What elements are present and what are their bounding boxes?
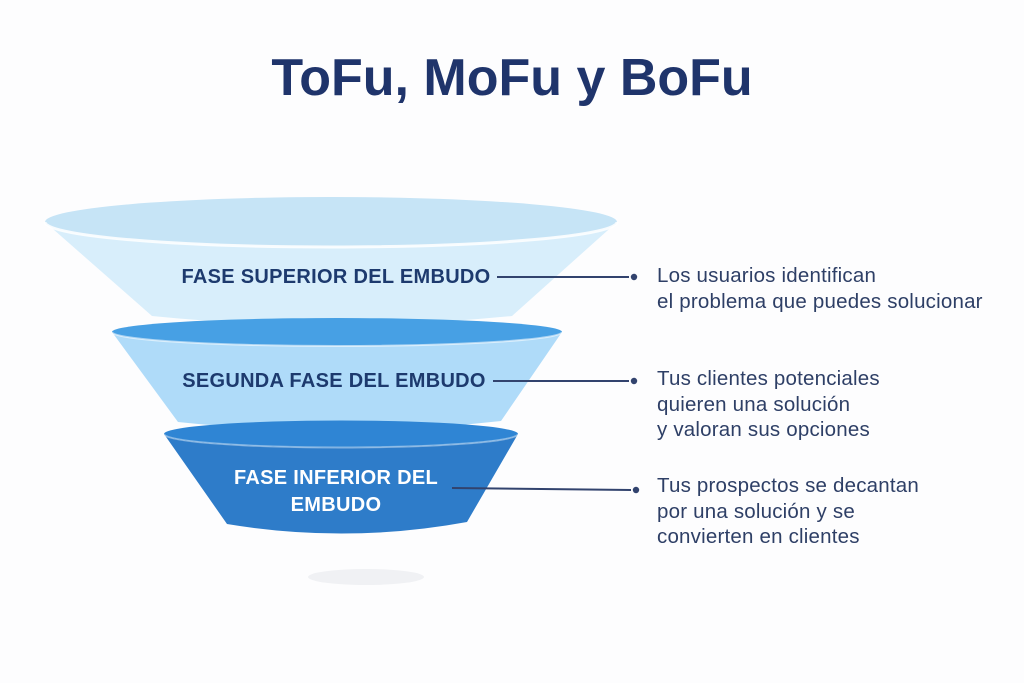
connector-dot xyxy=(630,377,638,385)
funnel-section-tofu xyxy=(43,197,619,325)
annotation-bofu: Tus prospectos se decantan por una soluc… xyxy=(657,474,919,548)
bofu-rim-shape xyxy=(164,420,518,448)
annotation-mofu: Tus clientes potenciales quieren una sol… xyxy=(657,367,880,441)
funnel-section-mofu xyxy=(111,318,563,431)
stage-label-bofu: FASE INFERIOR DEL EMBUDO xyxy=(233,467,438,516)
mofu-rim-highlight xyxy=(111,331,563,347)
tofu-body-shape xyxy=(45,222,617,325)
bofu-rim-highlight xyxy=(163,433,519,449)
mofu-body-shape xyxy=(112,332,562,431)
stage-label-tofu: FASE SUPERIOR DEL EMBUDO xyxy=(181,266,491,288)
connector-line xyxy=(451,487,632,491)
connector-tofu xyxy=(497,273,638,281)
connector-dot xyxy=(630,273,638,281)
stage-label-mofu: SEGUNDA FASE DEL EMBUDO xyxy=(182,370,486,392)
tofu-rim-shape xyxy=(45,197,617,247)
funnel-shadow xyxy=(308,569,424,585)
connector-mofu xyxy=(493,377,638,385)
tofu-rim-highlight xyxy=(43,221,619,249)
page-title: ToFu, MoFu y BoFu xyxy=(271,49,753,107)
mofu-rim-shape xyxy=(112,318,562,346)
annotation-tofu: Los usuarios identifican el problema que… xyxy=(657,264,983,313)
funnel-section-bofu xyxy=(163,420,519,534)
bofu-body-shape xyxy=(164,434,518,534)
connector-dot xyxy=(632,486,640,494)
connector-bofu xyxy=(451,486,640,494)
